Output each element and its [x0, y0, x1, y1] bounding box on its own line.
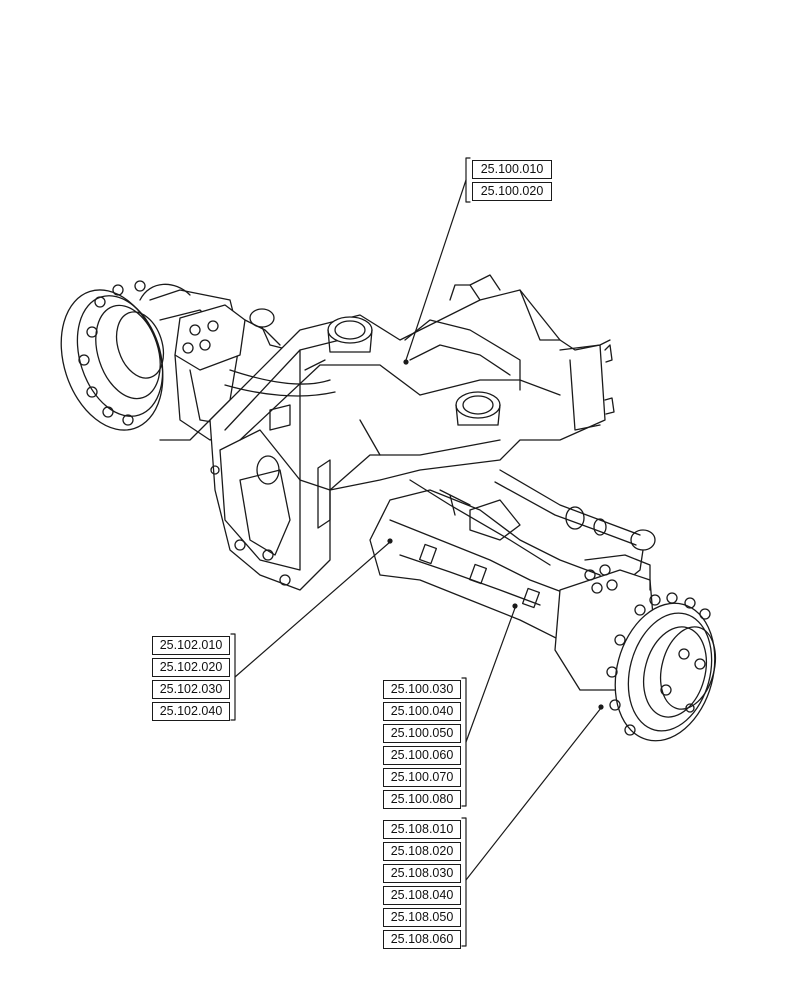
ref-25-100-030[interactable]: 25.100.030 — [383, 680, 461, 699]
ref-25-108-030[interactable]: 25.108.030 — [383, 864, 461, 883]
ref-25-108-050[interactable]: 25.108.050 — [383, 908, 461, 927]
ref-25-100-060[interactable]: 25.100.060 — [383, 746, 461, 765]
ref-25-100-080[interactable]: 25.100.080 — [383, 790, 461, 809]
ref-25-108-010[interactable]: 25.108.010 — [383, 820, 461, 839]
ref-25-100-040[interactable]: 25.100.040 — [383, 702, 461, 721]
ref-25-102-010[interactable]: 25.102.010 — [152, 636, 230, 655]
hose-lines — [224, 369, 551, 566]
ref-25-100-010[interactable]: 25.100.010 — [472, 160, 552, 179]
leader-lines — [230, 157, 604, 947]
ref-25-102-030[interactable]: 25.102.030 — [152, 680, 230, 699]
ref-25-102-040[interactable]: 25.102.040 — [152, 702, 230, 721]
ref-25-100-070[interactable]: 25.100.070 — [383, 768, 461, 787]
ref-25-100-050[interactable]: 25.100.050 — [383, 724, 461, 743]
axle-housing — [369, 489, 611, 641]
right-wheel-hub — [554, 554, 717, 742]
ref-25-100-020[interactable]: 25.100.020 — [472, 182, 552, 201]
ref-25-102-020[interactable]: 25.102.020 — [152, 658, 230, 677]
left-knuckle — [174, 304, 291, 441]
ref-25-108-040[interactable]: 25.108.040 — [383, 886, 461, 905]
axle-support-frame — [209, 274, 615, 591]
ref-25-108-020[interactable]: 25.108.020 — [383, 842, 461, 861]
ref-25-108-060[interactable]: 25.108.060 — [383, 930, 461, 949]
